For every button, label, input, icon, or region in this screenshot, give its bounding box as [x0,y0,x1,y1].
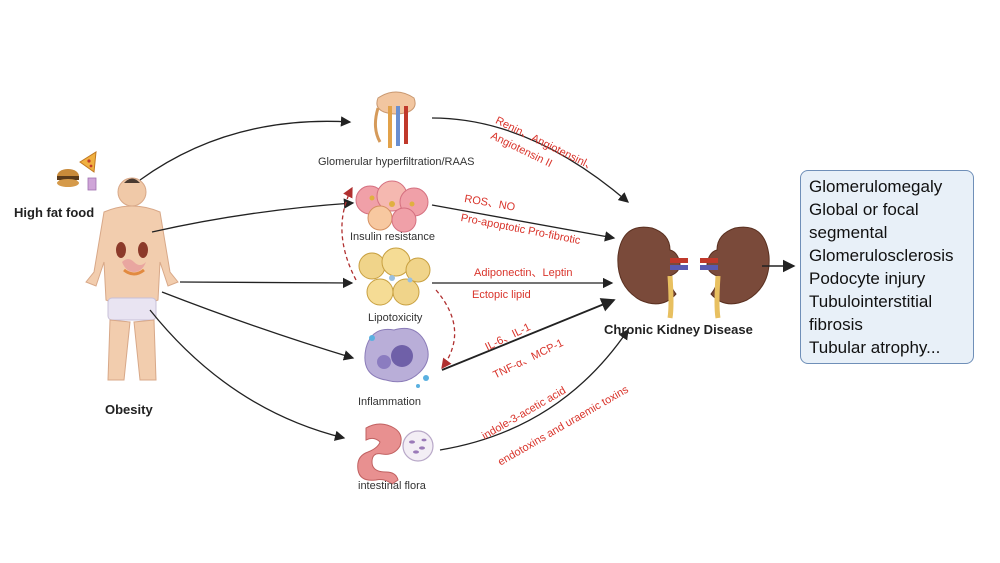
glomerular-label: Glomerular hyperfiltration/RAAS [318,156,475,168]
outcome-item: fibrosis [809,315,863,334]
feedback-arrow-inflammation [435,289,456,370]
lipid-cells-icon [358,247,431,306]
arrow-to-glomerular [139,116,352,181]
arrow-to-insulin [151,198,355,233]
outcomes-box: Glomerulomegaly Global or focal segmenta… [800,170,974,364]
arrow-insulin-ckd [431,204,616,242]
outcome-item: Tubular atrophy... [809,338,941,357]
macrophage-icon [364,327,429,388]
ectopic-label: Ectopic lipid [472,289,531,301]
outcome-item: Global or focal [809,200,919,219]
arrow-to-inflammation [161,291,355,361]
arrow-glomerular-ckd [431,117,629,203]
arrow-to-flora [149,309,346,441]
flora-label: intestinal flora [358,480,426,492]
adiponectin-label: Adiponectin、Leptin [474,267,573,279]
arrow-inflammation-ckd [441,298,616,371]
arrow-to-lipotoxicity [179,277,354,289]
insulin-cells-icon [355,180,429,233]
lipotoxicity-label: Lipotoxicity [368,312,423,324]
outcome-item: Glomerulosclerosis [809,246,954,265]
intestine-icon [357,423,434,485]
outcome-item: Podocyte injury [809,269,926,288]
arrow-flora-ckd [439,328,629,451]
glomerulus-icon [373,91,416,148]
food-icon [57,151,97,191]
obese-body-icon [85,177,179,381]
ckd-label: Chronic Kidney Disease [604,322,753,337]
obesity-label: Obesity [105,402,153,417]
outcome-item: Glomerulomegaly [809,177,943,196]
feedback-arrow-insulin [341,186,357,281]
high-fat-food-label: High fat food [14,205,95,220]
insulin-label: Insulin resistance [350,231,435,243]
outcome-item: Tubulointerstitial [809,292,933,311]
inflammation-label: Inflammation [358,396,421,408]
kidneys-icon [617,226,770,319]
outcome-item: segmental [809,223,888,242]
